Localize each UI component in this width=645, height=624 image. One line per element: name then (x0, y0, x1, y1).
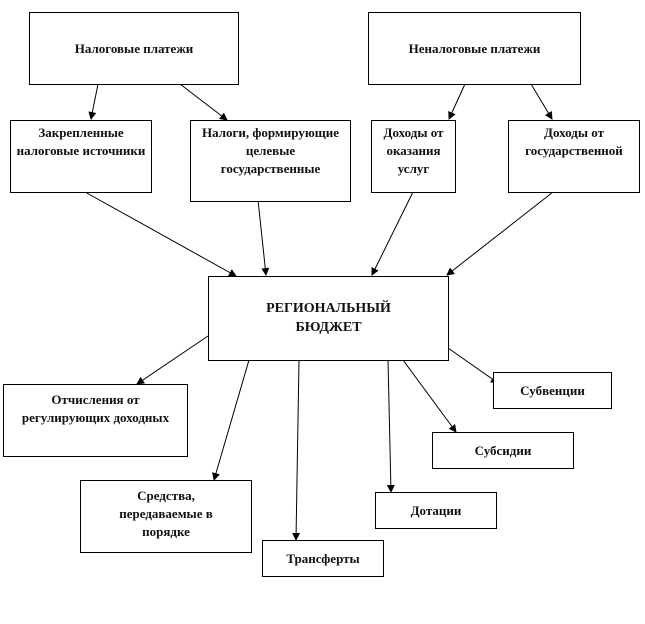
node-label: РЕГИОНАЛЬНЫЙ БЮДЖЕТ (266, 301, 391, 335)
arrow-budget-to-transfers (292, 359, 301, 541)
node-fixed-tax-sources: Закрепленные налоговые источники (10, 120, 152, 193)
node-transfers: Трансферты (262, 540, 384, 577)
node-label: Неналоговые платежи (408, 40, 541, 56)
node-service-income: Доходы от оказания услуг (371, 120, 456, 193)
node-dotations: Дотации (375, 492, 497, 529)
node-label: Средства, передаваемые в порядке (119, 488, 213, 539)
arrow-budget-to-subsidies (402, 359, 457, 433)
node-label: Дотации (410, 502, 462, 518)
node-label: Субсидии (474, 442, 532, 458)
arrow-nontax-to-service (448, 83, 466, 120)
arrow-target-to-budget (257, 199, 270, 276)
node-tax-payments: Налоговые платежи (29, 12, 239, 85)
arrow-budget-to-subventions (447, 347, 499, 384)
arrow-tax-to-target (179, 83, 228, 121)
arrow-state-to-budget (446, 191, 554, 276)
arrow-budget-to-funds (212, 359, 250, 481)
arrow-service-to-budget (371, 191, 414, 276)
node-label: Отчисления от регулирующих доходных (21, 392, 170, 425)
node-label: Субвенции (520, 382, 585, 398)
node-label: Налоги, формирующие целевые государствен… (201, 125, 339, 176)
arrow-budget-to-deductions (136, 335, 209, 385)
arrow-nontax-to-state (530, 83, 553, 120)
node-label: Доходы от оказания услуг (383, 125, 444, 176)
node-label: Трансферты (286, 550, 360, 566)
node-transferred-funds: Средства, передаваемые в порядке (80, 480, 252, 553)
node-subventions: Субвенции (493, 372, 612, 409)
node-regional-budget: РЕГИОНАЛЬНЫЙ БЮДЖЕТ (208, 276, 449, 361)
node-nontax-payments: Неналоговые платежи (368, 12, 581, 85)
node-target-taxes: Налоги, формирующие целевые государствен… (190, 120, 351, 202)
node-label: Налоговые платежи (74, 40, 194, 56)
arrow-fixed-to-budget (84, 191, 237, 277)
node-regulating-deductions: Отчисления от регулирующих доходных (3, 384, 188, 457)
arrow-tax-to-fixed (88, 83, 99, 120)
node-state-income: Доходы от государственной (508, 120, 640, 193)
node-label: Закрепленные налоговые источники (16, 125, 146, 158)
node-subsidies: Субсидии (432, 432, 574, 469)
node-label: Доходы от государственной (525, 125, 623, 158)
arrow-budget-to-dotations (386, 359, 395, 493)
